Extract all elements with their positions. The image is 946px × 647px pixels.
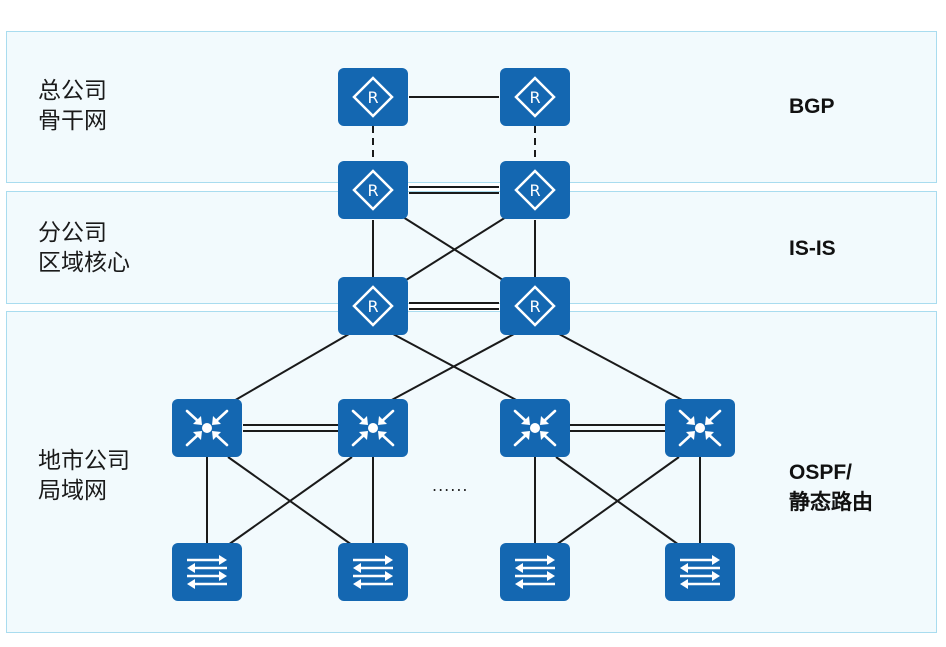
more-devices-ellipsis: ......	[432, 476, 469, 495]
l2-switch-icon	[663, 541, 737, 603]
router-icon	[498, 275, 572, 337]
router-icon	[498, 159, 572, 221]
zone-label-hq: 总公司 骨干网	[38, 78, 107, 134]
zone-label-branch: 分公司 区域核心	[38, 220, 130, 276]
l3-switch-icon	[498, 397, 572, 459]
link-core-r1-sw1	[231, 333, 350, 403]
router-icon	[336, 275, 410, 337]
l2-switch-icon	[170, 541, 244, 603]
hq-backbone-zone	[6, 31, 937, 183]
protocol-label-ospf: OSPF/ 静态路由	[789, 461, 873, 514]
l2-switch-icon	[498, 541, 572, 603]
protocol-label-bgp: BGP	[789, 95, 835, 118]
branch-core-zone	[6, 191, 937, 304]
link-core-r2-sw2	[387, 333, 515, 403]
link-branch-r2-core-r1	[394, 211, 515, 288]
link-core-r1-sw3	[392, 333, 521, 403]
link-sw2-acc1	[227, 456, 353, 546]
l2-switch-icon	[336, 541, 410, 603]
link-core-r2-sw4	[558, 333, 687, 403]
protocol-label-isis: IS-IS	[789, 237, 836, 260]
router-icon	[336, 66, 410, 128]
l3-switch-icon	[336, 397, 410, 459]
link-sw4-acc3	[555, 456, 680, 546]
router-icon	[498, 66, 572, 128]
router-icon	[336, 159, 410, 221]
links	[206, 96, 701, 546]
city-lan-zone	[6, 311, 937, 633]
zone-label-city: 地市公司 局域网	[38, 448, 130, 504]
l3-switch-icon	[663, 397, 737, 459]
l3-switch-icon	[170, 397, 244, 459]
